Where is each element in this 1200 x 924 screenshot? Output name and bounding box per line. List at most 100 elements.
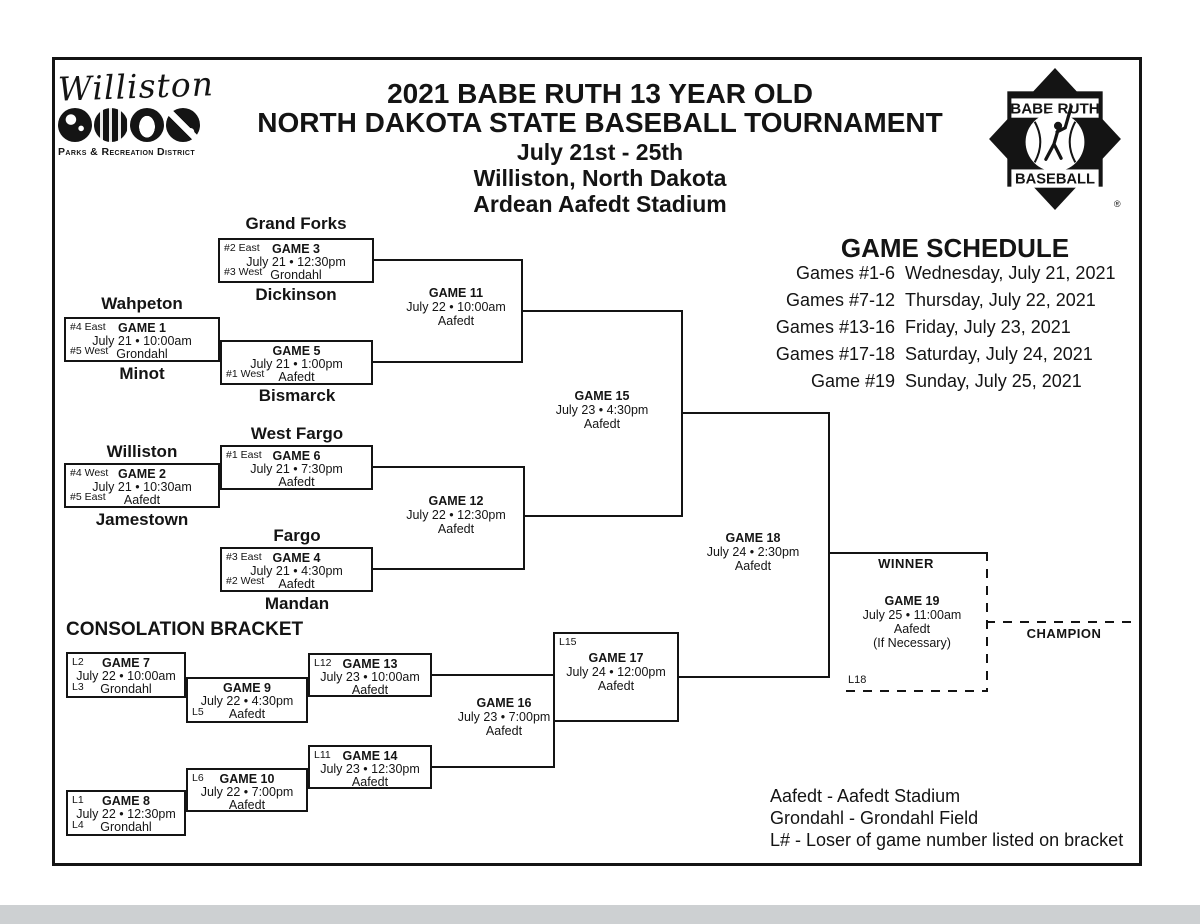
seed-label: L11 (314, 749, 331, 761)
game-venue: Aafedt (485, 724, 523, 738)
seed-label: L12 (314, 657, 332, 669)
game-title: GAME 7 (102, 656, 150, 670)
seed-label: #3 East (226, 551, 262, 563)
game-datetime: July 21 • 10:30am (92, 480, 192, 494)
schedule-date-col: Wednesday, July 21, 2021 (905, 263, 1116, 283)
schedule-games-col: Games #17-18 (775, 344, 895, 364)
game-venue: Grondahl (100, 820, 152, 834)
game-datetime: July 23 • 10:00am (320, 670, 420, 684)
seed-label: L5 (192, 706, 204, 718)
batter-head (1053, 121, 1063, 130)
seed-label: L4 (72, 819, 84, 831)
team-label-fargo: Fargo (273, 526, 321, 545)
team-label-jamestown: Jamestown (95, 510, 189, 529)
logo-top-band (1011, 98, 1099, 118)
game-datetime: July 21 • 1:00pm (250, 357, 343, 371)
game-title: GAME 8 (102, 794, 150, 808)
seed-label: L1 (72, 794, 84, 806)
game-title: GAME 14 (342, 749, 398, 763)
game-box-3: #2 East #3 West GAME 3 July 21 • 12:30pm… (218, 238, 374, 283)
egg-icon (130, 108, 164, 142)
game-venue: Aafedt (893, 622, 931, 636)
game-box-13: L12 GAME 13 July 23 • 10:00am Aafedt (308, 653, 432, 697)
l18-loser-label: L18 (848, 674, 867, 686)
seed-label: #4 West (70, 467, 109, 479)
team-label-minot: Minot (119, 364, 165, 383)
schedule-games-col: Game #19 (810, 371, 895, 391)
champion-dashed-line (986, 621, 1140, 623)
game-title: GAME 2 (118, 467, 166, 481)
game-title: GAME 12 (428, 494, 484, 508)
l18-dashed-line (846, 690, 988, 692)
moon-icon (58, 108, 92, 142)
schedule-date-col: Thursday, July 22, 2021 (905, 290, 1096, 310)
winner-label: WINNER (878, 556, 934, 571)
racket-icon (166, 108, 200, 142)
williston-logo-subtitle: Parks & Recreation District (58, 146, 196, 158)
game-title: GAME 10 (219, 772, 275, 786)
babe-ruth-baseball-logo: BABE RUTH BASEBALL ® (989, 68, 1121, 210)
bracket-line (373, 259, 523, 261)
seed-label: L2 (72, 656, 84, 668)
logo-bottom-band (1011, 169, 1099, 188)
game-venue: Aafedt (734, 559, 772, 573)
game-venue: Aafedt (278, 370, 315, 384)
champion-label: CHAMPION (1026, 626, 1102, 641)
game-title: GAME 13 (342, 657, 398, 671)
game-18-label: GAME 18 July 24 • 2:30pm Aafedt (707, 531, 800, 573)
game-venue: Grondahl (100, 682, 152, 696)
williston-parks-logo: Williston Parks & Recreation District (57, 64, 214, 178)
game-title: GAME 1 (118, 321, 166, 335)
schedule-date-col: Sunday, July 25, 2021 (905, 371, 1082, 391)
game-datetime: July 24 • 12:00pm (566, 665, 666, 679)
baseball-text: BASEBALL (1015, 172, 1095, 188)
game-datetime: July 23 • 7:00pm (457, 710, 551, 724)
game-11-label: GAME 11 July 22 • 10:00am Aafedt (406, 286, 506, 328)
legend-aafedt: Aafedt - Aafedt Stadium (770, 786, 961, 806)
bracket-line (523, 515, 683, 517)
seed-label: #1 West (226, 368, 265, 380)
bracket-line (372, 361, 523, 363)
seed-label: L15 (559, 636, 577, 648)
game-title: GAME 5 (272, 344, 321, 358)
game-venue: Aafedt (437, 522, 475, 536)
game-15-label: GAME 15 July 23 • 4:30pm Aafedt (556, 389, 649, 431)
bracket-line (677, 676, 830, 678)
game-venue: Grondahl (116, 347, 168, 361)
game-title: GAME 16 (476, 696, 532, 710)
seed-label: #3 West (224, 266, 263, 278)
team-label-dickinson: Dickinson (255, 285, 337, 304)
game-box-7: L2 L3 GAME 7 July 22 • 10:00am Grondahl (66, 652, 186, 698)
game-venue: Aafedt (278, 577, 315, 591)
screenshot-edge-strip (0, 905, 1200, 924)
team-label-mandan: Mandan (264, 594, 330, 613)
game-title: GAME 19 (884, 594, 940, 608)
team-label-williston: Williston (106, 442, 178, 461)
game-datetime: July 22 • 10:00am (76, 669, 176, 683)
schedule-date-col: Friday, July 23, 2021 (905, 317, 1071, 337)
bracket-line (523, 466, 525, 570)
game-box-4: #3 East #2 West GAME 4 July 21 • 4:30pm … (220, 547, 373, 592)
seed-label: #5 West (70, 345, 109, 357)
team-label-wahpeton: Wahpeton (101, 294, 183, 313)
schedule-date-col: Saturday, July 24, 2021 (905, 344, 1093, 364)
schedule-games-col: Games #1-6 (795, 263, 895, 283)
game-box-5: #1 West GAME 5 July 21 • 1:00pm Aafedt (220, 340, 373, 385)
game-datetime: July 22 • 4:30pm (200, 694, 294, 708)
game-title: GAME 17 (588, 651, 644, 665)
game-box-9: L5 GAME 9 July 22 • 4:30pm Aafedt (186, 677, 308, 723)
babe-ruth-text: BABE RUTH (1010, 101, 1100, 118)
game-venue: Aafedt (228, 707, 266, 721)
legend-grondahl: Grondahl - Grondahl Field (770, 808, 979, 828)
game-box-1: #4 East #5 West GAME 1 July 21 • 10:00am… (64, 317, 220, 362)
game-note: (If Necessary) (873, 636, 951, 650)
seed-label: #2 East (224, 242, 260, 254)
game-title: GAME 15 (574, 389, 630, 403)
game-venue: Aafedt (583, 417, 621, 431)
seed-label: L3 (72, 681, 84, 693)
schedule-games-col: Games #7-12 (785, 290, 895, 310)
game-19-label: GAME 19 July 25 • 11:00am Aafedt (If Nec… (863, 594, 962, 650)
game-venue: Aafedt (351, 683, 389, 697)
trees-icon (94, 108, 128, 142)
